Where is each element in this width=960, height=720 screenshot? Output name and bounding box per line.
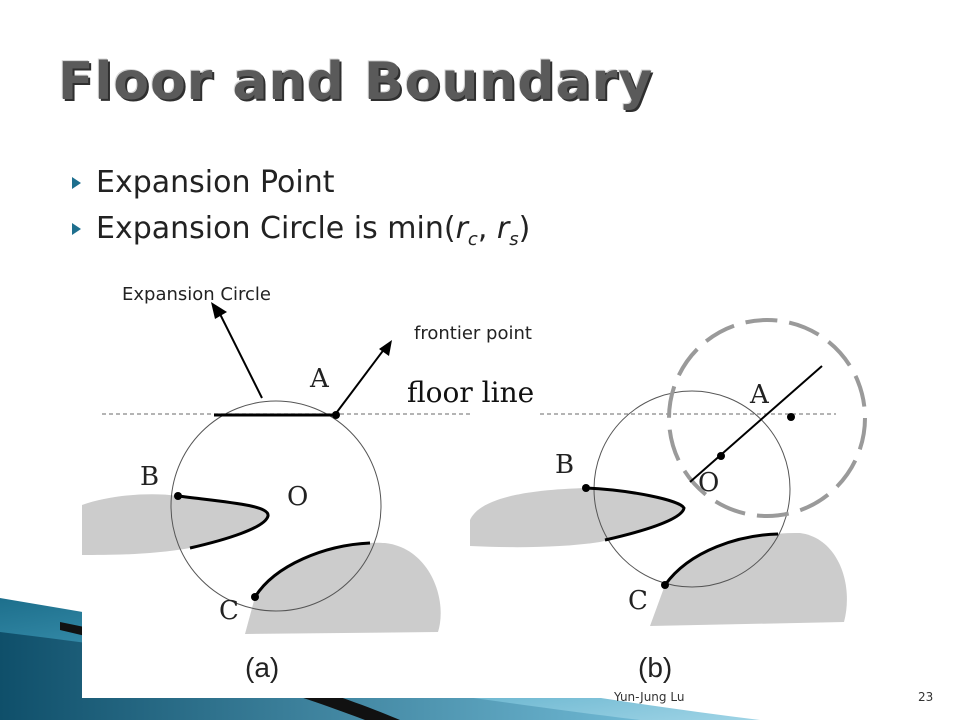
bullet-expansion-point: Expansion Point [72,160,530,206]
bullet-expansion-circle: Expansion Circle is min(rc, rs) [72,206,530,252]
point-b-dot [174,492,182,500]
candidate-circle-b [667,318,867,518]
point-c-dot [251,593,259,601]
point-c-dot-b [661,581,669,589]
point-o-label-b: O [698,468,720,498]
point-c-label-b: C [628,586,648,616]
boundary-c-a [253,541,371,598]
obstacle-lower-a [245,542,441,634]
point-a-dot-b [787,413,795,421]
radius-c: rc [455,211,478,250]
point-a-label-b: A [750,380,769,410]
boundary-b-a [177,494,270,550]
boundary-c-b [663,532,779,586]
point-a-dot [332,411,340,419]
annotation-expansion-circle: Expansion Circle [122,284,271,305]
point-a-label: A [310,364,329,394]
slide-title: Floor and Boundary [58,52,654,112]
point-b-label-b: B [555,450,575,480]
point-c-label: C [219,596,239,626]
radius-line-b [689,365,823,483]
arrow-expansion-circle-line [218,311,263,399]
point-b-dot-b [582,484,590,492]
arrow-frontier-point-head [379,340,392,356]
triangle-bullet-icon [72,223,81,235]
arrow-frontier-point-line [336,347,386,413]
point-o-dot-b [717,452,725,460]
caption-a: (a) [245,652,280,683]
floor-line-label: floor line [407,376,535,409]
expansion-circle-a [170,400,382,612]
footer-page-number: 23 [918,690,934,704]
radius-s: rs [496,211,519,250]
panel-b [470,318,867,626]
bullet-text-suffix: ) [518,211,531,246]
caption-b: (b) [638,652,673,683]
footer-author: Yun-Jung Lu [614,690,685,704]
bullet-text-prefix: Expansion Circle is min( [96,211,456,246]
annotation-frontier-point: frontier point [414,323,532,344]
point-b-label: B [140,462,160,492]
boundary-b-b [585,486,686,542]
arrow-expansion-circle-head [211,302,227,319]
point-o-label: O [287,482,309,512]
panel-a [82,302,470,634]
triangle-bullet-icon [72,177,81,189]
bullet-separator: , [477,211,497,246]
bullet-text: Expansion Point [96,165,335,200]
bullet-list: Expansion Point Expansion Circle is min(… [72,160,530,252]
